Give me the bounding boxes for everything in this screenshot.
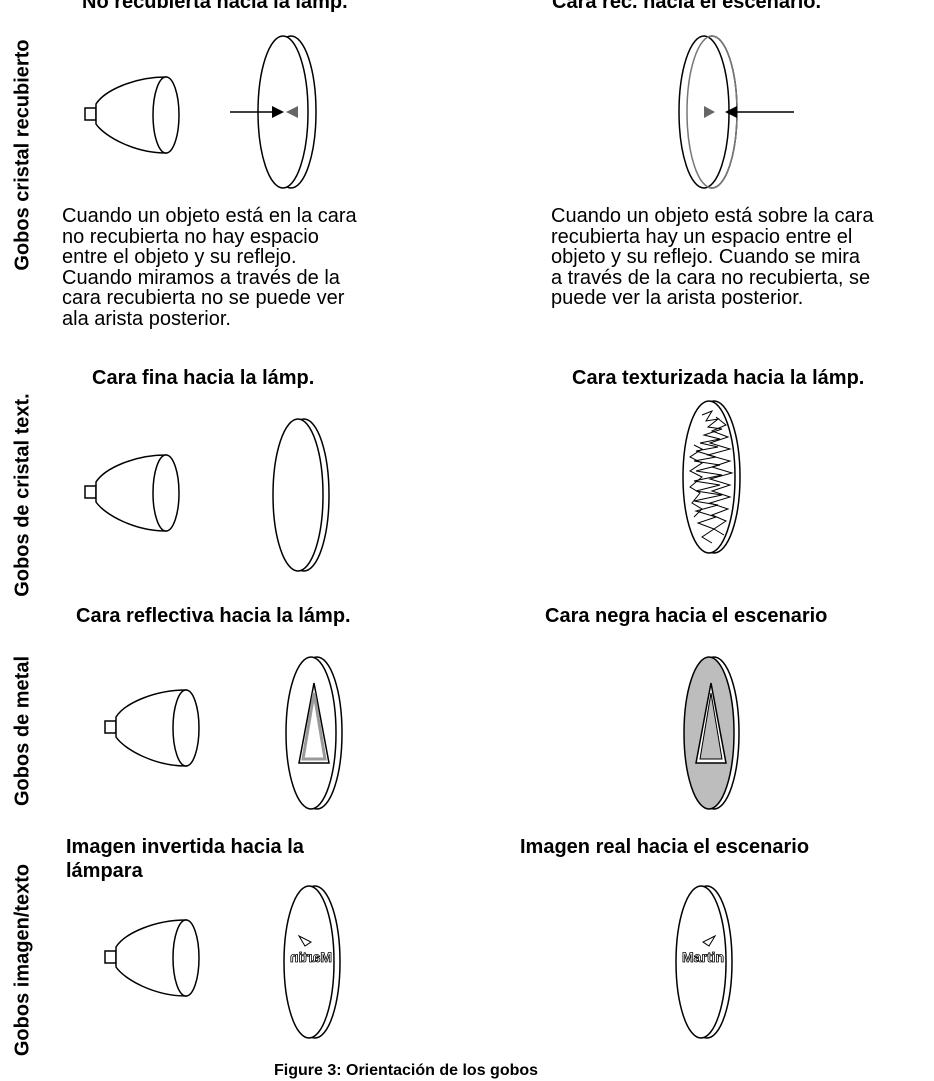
lamp-icon (104, 919, 200, 997)
textured-right-title: Cara texturizada hacia la lámp. (572, 367, 865, 389)
coated-gobo-right (678, 35, 794, 189)
image-gobo-inverted: Martin (283, 885, 341, 1039)
coated-left-title: No recubierta hacia la lámp. (82, 0, 348, 13)
coated-right-text: Cuando un objeto está sobre la cara recu… (551, 205, 874, 309)
side-label-image: Gobos imagen/texto (11, 863, 34, 1057)
metal-right-title: Cara negra hacia el escenario (545, 605, 828, 627)
textured-gobo-right (682, 400, 741, 554)
coated-left-text: Cuando un objeto está en la cara no recu… (62, 205, 357, 330)
image-gobo-real: Martin (675, 885, 733, 1039)
metal-left-title: Cara reflectiva hacia la lámp. (76, 605, 351, 627)
logo-mirrored-text: Martin (290, 949, 332, 965)
metal-gobo-reflective (285, 656, 343, 810)
metal-gobo-black (683, 656, 740, 810)
textured-gobo-left (272, 418, 330, 572)
side-label-textured: Gobos de cristal text. (11, 393, 34, 597)
coated-gobo-left (230, 35, 317, 189)
textured-left-title: Cara fina hacia la lámp. (92, 367, 315, 389)
image-left-title: Imagen invertida hacia la lámpara (66, 836, 304, 882)
coated-right-title: Cara rec. hacia el escenario. (552, 0, 822, 13)
lamp-icon (84, 454, 180, 532)
figure-caption: Figure 3: Orientación de los gobos (274, 1062, 539, 1079)
lamp-icon (104, 689, 200, 767)
logo-text: Martin (682, 949, 724, 965)
side-label-coated: Gobos cristal recubierto (11, 39, 34, 271)
lamp-icon (84, 76, 180, 154)
side-label-metal: Gobos de metal (11, 655, 34, 807)
image-right-title: Imagen real hacia el escenario (520, 836, 810, 858)
